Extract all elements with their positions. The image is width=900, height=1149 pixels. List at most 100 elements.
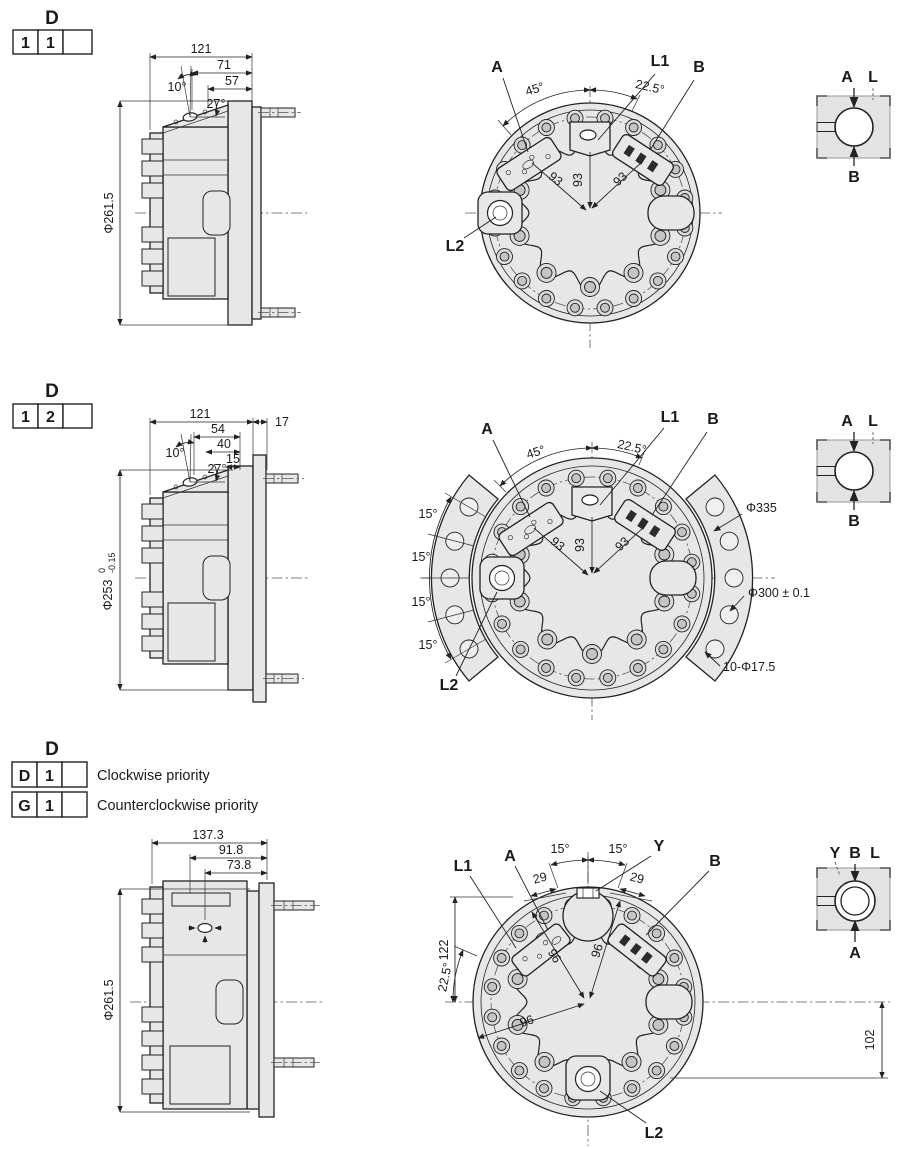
sch-label-L: L bbox=[868, 69, 878, 86]
svg-text:L2: L2 bbox=[440, 677, 459, 694]
bolt-socket bbox=[570, 302, 580, 313]
front-view-12: 15° 15° 15° 15° 45° 22.5° 93 93 93 A bbox=[412, 409, 810, 720]
svg-text:B: B bbox=[693, 59, 705, 76]
dim-10deg: 10° bbox=[168, 65, 197, 118]
svg-text:15°: 15° bbox=[551, 842, 570, 856]
front-view-d1: 15° 15° 29 29 122 22.5° 96 96 bbox=[435, 838, 890, 1146]
svg-text:45°: 45° bbox=[525, 443, 547, 462]
bolt-socket bbox=[658, 595, 671, 608]
sch-label-A: A bbox=[841, 69, 853, 86]
leader-B: B bbox=[645, 853, 721, 936]
priority-label-ccw: Counterclockwise priority bbox=[97, 798, 259, 814]
svg-text:27°: 27° bbox=[208, 462, 227, 476]
bolt-nubs bbox=[141, 503, 164, 652]
section-config-12: D 1 2 bbox=[12, 381, 891, 720]
bolt-socket bbox=[628, 122, 639, 133]
svg-text:29: 29 bbox=[531, 870, 548, 887]
svg-text:Y: Y bbox=[654, 838, 665, 855]
side-view-11: 121 71 57 10° 27° Φ261.5 bbox=[102, 42, 310, 326]
svg-text:71: 71 bbox=[217, 58, 231, 72]
bolt-nubs bbox=[141, 138, 164, 287]
side-notch bbox=[649, 560, 697, 596]
side-view-12: 121 17 54 40 15 10° 27° bbox=[97, 407, 310, 703]
bolt-hole bbox=[719, 531, 739, 551]
dim-57: 57 bbox=[207, 74, 253, 106]
leader-L2: L2 bbox=[446, 216, 497, 255]
svg-text:93: 93 bbox=[573, 538, 587, 552]
bolt-socket bbox=[515, 644, 526, 655]
bolt-socket bbox=[628, 293, 639, 304]
bolt-socket bbox=[586, 648, 598, 660]
svg-text:22.5°: 22.5° bbox=[634, 77, 666, 97]
bolt-socket bbox=[677, 527, 687, 538]
sch-label-Y: Y bbox=[830, 845, 841, 862]
code-cell-1: 1 bbox=[21, 35, 30, 52]
svg-text:121: 121 bbox=[191, 42, 212, 56]
port-A-boss bbox=[496, 136, 562, 192]
code-cell-1: 1 bbox=[21, 409, 30, 426]
stud-top bbox=[263, 473, 304, 484]
bolt-socket bbox=[652, 275, 663, 286]
leader-A: A bbox=[504, 848, 549, 931]
dim-40: 40 bbox=[205, 437, 241, 455]
stud-bottom bbox=[258, 307, 301, 318]
sch-label-A: A bbox=[849, 945, 861, 962]
bolt-socket bbox=[677, 618, 687, 629]
dim-91: 91.8 bbox=[189, 843, 268, 893]
svg-text:40: 40 bbox=[217, 437, 231, 451]
side-view-d1: 137.3 91.8 73.8 Φ261.5 bbox=[102, 828, 322, 1118]
bolt-socket bbox=[654, 184, 667, 197]
sch-label-B: B bbox=[848, 513, 860, 530]
side-notch bbox=[647, 195, 695, 231]
svg-text:10°: 10° bbox=[166, 446, 185, 460]
bolt-socket bbox=[487, 1012, 498, 1023]
leader-A: A bbox=[481, 421, 531, 518]
bolt-socket bbox=[652, 973, 665, 986]
bolt-socket bbox=[541, 483, 552, 493]
leader-dia335: Φ335 bbox=[713, 501, 777, 532]
bolt-socket bbox=[517, 275, 528, 286]
svg-text:B: B bbox=[707, 411, 719, 428]
section-config-11: D 1 1 bbox=[12, 8, 891, 348]
dim-dia-261: Φ261.5 bbox=[102, 100, 233, 326]
leader-L1: L1 bbox=[597, 53, 669, 141]
svg-text:96: 96 bbox=[545, 946, 564, 965]
code-d1-cell-2: 1 bbox=[45, 768, 54, 785]
bolt-socket bbox=[517, 140, 528, 151]
side-port-target bbox=[188, 922, 222, 943]
bolt-socket bbox=[602, 473, 613, 484]
svg-text:57: 57 bbox=[225, 74, 239, 88]
svg-text:121: 121 bbox=[190, 407, 211, 421]
dim-54: 54 bbox=[193, 422, 241, 475]
port-schematic-d1: Y B L A bbox=[816, 845, 891, 962]
bolt-socket bbox=[651, 928, 662, 939]
code-header: D bbox=[45, 381, 59, 402]
dim-121: 121 bbox=[149, 407, 254, 495]
svg-text:15: 15 bbox=[226, 452, 240, 466]
code-cell-2: 2 bbox=[46, 409, 55, 426]
bolt-socket bbox=[541, 633, 554, 646]
svg-text:0: 0 bbox=[97, 568, 107, 573]
code-g1-cell-2: 1 bbox=[45, 798, 54, 815]
port-schematic-12: A L B bbox=[816, 413, 891, 530]
svg-text:102: 102 bbox=[863, 1030, 877, 1051]
bolt-socket bbox=[600, 302, 610, 313]
svg-text:45°: 45° bbox=[524, 80, 546, 99]
svg-text:96: 96 bbox=[588, 942, 606, 960]
code-header: D bbox=[45, 8, 59, 29]
dim-71: 71 bbox=[191, 58, 253, 110]
leader-L2: L2 bbox=[599, 1090, 663, 1142]
bolt-socket bbox=[632, 483, 643, 493]
svg-text:10-Φ17.5: 10-Φ17.5 bbox=[723, 660, 775, 674]
sch-label-L: L bbox=[870, 845, 880, 862]
bolt-hole bbox=[724, 568, 744, 588]
svg-text:Φ253: Φ253 bbox=[101, 580, 115, 611]
svg-text:10°: 10° bbox=[168, 80, 187, 94]
dim-15: 15 bbox=[225, 432, 241, 470]
dim-225deg: 22.5° bbox=[435, 945, 478, 1003]
port-L2 bbox=[565, 1055, 611, 1101]
svg-text:15°: 15° bbox=[609, 842, 628, 856]
svg-text:137.3: 137.3 bbox=[192, 828, 223, 842]
svg-text:Φ335: Φ335 bbox=[746, 501, 777, 515]
